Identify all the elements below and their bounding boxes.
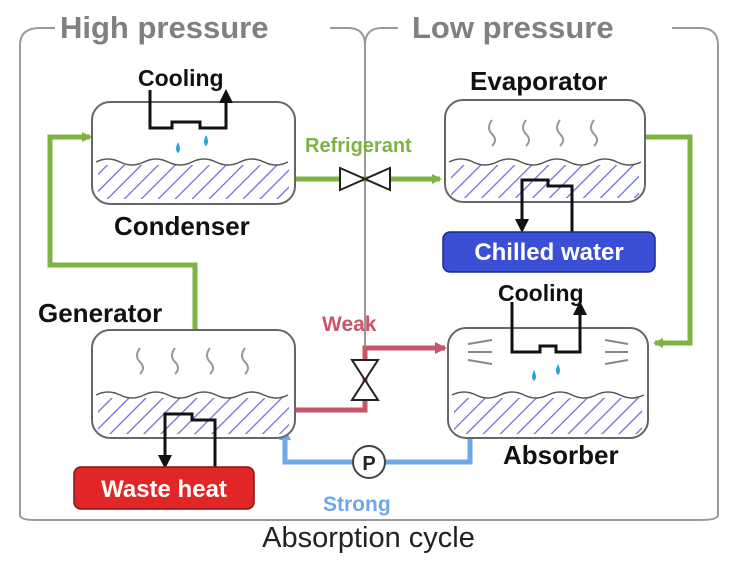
weak-label: Weak xyxy=(322,313,377,336)
condenser-vessel xyxy=(91,89,296,205)
absorber-vessel xyxy=(447,301,649,439)
waste-heat-label: Waste heat xyxy=(101,476,227,503)
diagram-caption: Absorption cycle xyxy=(262,522,475,554)
pump-label: P xyxy=(362,453,375,475)
chilled-water-label: Chilled water xyxy=(474,239,623,266)
high-pressure-label: High pressure xyxy=(60,10,268,45)
generator-vessel xyxy=(91,329,296,469)
low-pressure-label: Low pressure xyxy=(412,10,614,45)
cooling-label-condenser: Cooling xyxy=(138,65,224,91)
refrigerant-valve-icon xyxy=(339,166,391,192)
waste-heat-badge xyxy=(73,466,255,510)
cooling-label-absorber: Cooling xyxy=(498,280,584,306)
refrigerant-label: Refrigerant xyxy=(305,135,412,157)
evaporator-label: Evaporator xyxy=(470,66,607,96)
pump-icon xyxy=(352,445,386,479)
absorber-label: Absorber xyxy=(503,440,619,470)
chilled-water-badge xyxy=(442,231,656,273)
solution-valve-icon xyxy=(350,359,380,401)
pressure-brackets xyxy=(19,27,719,521)
condenser-label: Condenser xyxy=(114,211,250,241)
evaporator-vessel xyxy=(444,99,646,233)
strong-label: Strong xyxy=(323,493,391,516)
generator-label: Generator xyxy=(38,298,162,328)
